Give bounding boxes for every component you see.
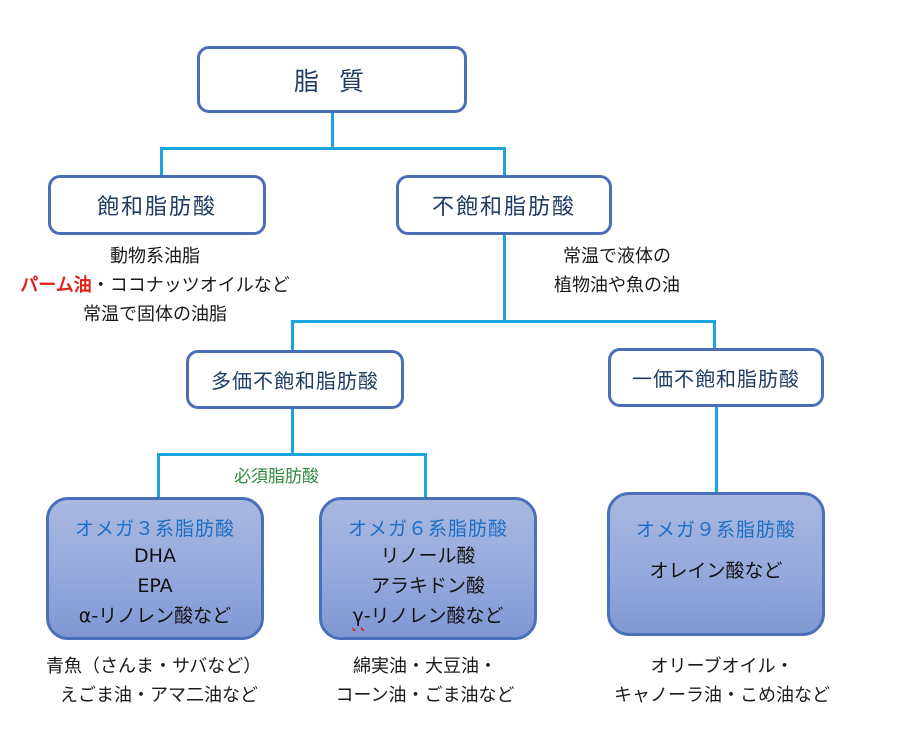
node-polyunsaturated-fatty-acid[interactable]: 多価不飽和脂肪酸	[186, 350, 404, 409]
saturated-note-line2: パーム油・ココナッツオイルなど	[20, 271, 290, 300]
connector-poly-horizontal	[157, 453, 427, 456]
node-omega6[interactable]: オメガ６系脂肪酸 リノール酸 アラキドン酸 γ-リノレン酸など	[319, 497, 537, 640]
omega6-title: オメガ６系脂肪酸	[347, 518, 508, 540]
connector-to-mono	[713, 320, 716, 350]
unsaturated-note-line2: 植物油や魚の油	[554, 275, 680, 296]
unsaturated-label: 不飽和脂肪酸	[431, 195, 576, 220]
saturated-note: 動物系油脂 パーム油・ココナッツオイルなど 常温で固体の油脂	[20, 242, 290, 329]
omega9-source-line2: キャノーラ油・こめ油など	[614, 685, 830, 706]
connector-to-saturated	[160, 147, 163, 177]
connector-root-horizontal	[160, 147, 506, 150]
omega3-source-line1: 青魚（さんま・サバなど）	[46, 656, 262, 677]
palm-oil-highlight: パーム油	[20, 275, 92, 296]
connector-unsaturated-horizontal	[291, 320, 716, 323]
node-unsaturated-fatty-acid[interactable]: 不飽和脂肪酸	[396, 175, 612, 235]
monounsaturated-label: 一価不飽和脂肪酸	[632, 367, 800, 391]
omega6-source-line1: 綿実油・大豆油・	[353, 656, 497, 677]
node-saturated-fatty-acid[interactable]: 飽和脂肪酸	[48, 175, 266, 235]
connector-mono-down	[715, 405, 718, 495]
omega9-source-line1: オリーブオイル・	[650, 656, 794, 677]
omega3-source-line2: えごま油・アマ二油など	[60, 685, 258, 706]
omega6-item-rest: -リノレン酸など	[363, 605, 504, 627]
saturated-label: 飽和脂肪酸	[96, 195, 217, 220]
omega6-item: リノール酸	[380, 545, 476, 567]
omega9-item: オレイン酸など	[649, 560, 783, 582]
root-label: 脂 質	[294, 66, 370, 96]
omega9-title: オメガ９系脂肪酸	[635, 519, 796, 541]
root-node-lipid[interactable]: 脂 質	[197, 46, 467, 113]
connector-to-omega6	[424, 453, 427, 499]
connector-to-omega3	[157, 453, 160, 499]
connector-poly-down	[291, 407, 294, 455]
gamma-spellcheck-mark: γ	[352, 605, 364, 627]
saturated-note-line2-rest: ・ココナッツオイルなど	[91, 275, 290, 296]
omega3-item: DHA	[134, 545, 176, 567]
saturated-note-line1: 動物系油脂	[110, 246, 200, 267]
omega6-item: γ-リノレン酸など	[352, 601, 503, 631]
connector-unsaturated-down	[503, 232, 506, 322]
omega6-item: アラキドン酸	[370, 575, 485, 597]
omega3-item: α-リノレン酸など	[78, 605, 232, 627]
connector-root-down	[331, 111, 334, 149]
omega3-sources: 青魚（さんま・サバなど） えごま油・アマ二油など	[20, 652, 300, 710]
node-monounsaturated-fatty-acid[interactable]: 一価不飽和脂肪酸	[608, 348, 824, 407]
node-omega3[interactable]: オメガ３系脂肪酸 DHA EPA α-リノレン酸など	[46, 497, 264, 640]
node-omega9[interactable]: オメガ９系脂肪酸 オレイン酸など	[607, 492, 825, 636]
connector-to-poly	[291, 320, 294, 352]
omega6-source-line2: コーン油・ごま油など	[335, 685, 515, 706]
connector-to-unsaturated	[503, 147, 506, 177]
essential-fatty-acid-label: 必須脂肪酸	[234, 467, 319, 487]
unsaturated-note: 常温で液体の 植物油や魚の油	[522, 242, 712, 300]
omega6-sources: 綿実油・大豆油・ コーン油・ごま油など	[320, 652, 530, 710]
saturated-note-line3: 常温で固体の油脂	[83, 304, 227, 325]
unsaturated-note-line1: 常温で液体の	[563, 246, 671, 267]
omega9-sources: オリーブオイル・ キャノーラ油・こめ油など	[610, 652, 834, 710]
omega3-title: オメガ３系脂肪酸	[74, 518, 235, 540]
omega3-item: EPA	[137, 575, 173, 597]
polyunsaturated-label: 多価不飽和脂肪酸	[211, 369, 379, 393]
